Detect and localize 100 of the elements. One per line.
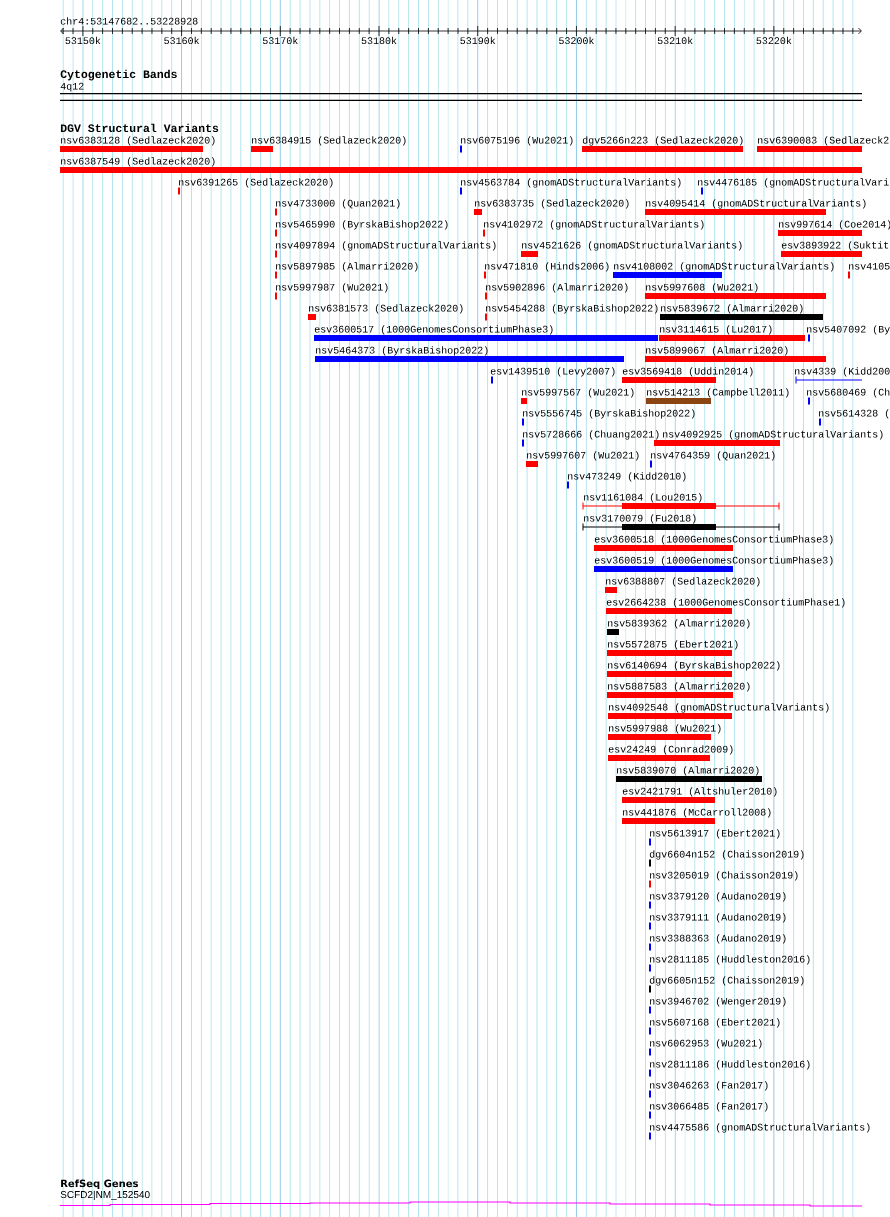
- variant-feature: nsv3170079 (Fu2018): [582, 514, 780, 531]
- variant-feature: nsv5997607 (Wu2021): [526, 451, 639, 467]
- variant-feature: nsv4764359 (Quan2021): [650, 451, 775, 468]
- node-label: nsv473249 (Kidd2010): [568, 472, 686, 482]
- variant-feature: nsv2811185 (Huddleston2016): [649, 955, 810, 972]
- variant-feature: nsv6383128 (Sedlazeck2020): [60, 136, 215, 152]
- node-label: nsv4102972 (gnomADStructuralVariants): [484, 220, 704, 230]
- variant-feature: nsv6390083 (Sedlazeck2: [757, 136, 889, 152]
- node-label: nsv5572875 (Ebert2021): [608, 640, 738, 650]
- gene-feature: SCFD2|NM_152540: [59, 1190, 863, 1207]
- node-label: nsv5465990 (ByrskaBishop2022): [276, 220, 448, 230]
- variant-feature: nsv4475586 (gnomADStructuralVariants): [649, 1123, 870, 1140]
- node-label: dgv5266n223 (Sedlazeck2020): [582, 136, 743, 146]
- variant-feature: esv1439510 (Levy2007): [490, 367, 615, 384]
- node-label: nsv5997607 (Wu2021): [527, 451, 639, 461]
- variant-feature: esv3600519 (1000GenomesConsortiumPhase3): [594, 556, 833, 572]
- node-label: nsv4108002 (gnomADStructuralVariants): [614, 262, 834, 272]
- node-label: nsv5997567 (Wu2021): [522, 388, 634, 398]
- variant-feature: nsv5454288 (ByrskaBishop2022): [485, 304, 658, 321]
- tick-label: 53180k: [361, 36, 397, 45]
- node-label: nsv5897985 (Almarri2020): [276, 262, 418, 272]
- variant-feature: nsv5887583 (Almarri2020): [607, 682, 750, 698]
- variant-feature: nsv3379120 (Audano2019): [649, 892, 786, 909]
- node-label: nsv4764359 (Quan2021): [651, 451, 775, 461]
- node-label: nsv5407092 (By: [807, 325, 890, 335]
- variant-feature: nsv3205019 (Chaisson2019): [649, 871, 798, 888]
- node-label: nsv5839070 (Almarri2020): [617, 766, 759, 776]
- tick-label: 53150k: [65, 36, 101, 45]
- variant-feature: nsv4108002 (gnomADStructuralVariants): [613, 262, 834, 278]
- variant-feature: nsv441876 (McCarroll2008): [622, 808, 771, 824]
- variant-feature: nsv5839672 (Almarri2020): [660, 304, 823, 320]
- variant-feature: nsv6388807 (Sedlazeck2020): [605, 577, 760, 593]
- variant-feature: esv3893922 (Suktit: [781, 241, 889, 257]
- tick-label: 53190k: [460, 36, 496, 45]
- node-label: dgv6604n152 (Chaisson2019): [649, 850, 804, 860]
- variant-feature: nsv6383735 (Sedlazeck2020): [474, 199, 629, 215]
- node-label: nsv2811185 (Huddleston2016): [650, 955, 810, 965]
- node-label: nsv6388807 (Sedlazeck2020): [606, 577, 760, 587]
- node-label: nsv6140694 (ByrskaBishop2022): [608, 661, 780, 671]
- variant-feature: nsv473249 (Kidd2010): [567, 472, 686, 489]
- variant-feature: esv3600518 (1000GenomesConsortiumPhase3): [594, 535, 833, 551]
- variant-feature: nsv5897985 (Almarri2020): [275, 262, 418, 279]
- variant-feature: nsv5997567 (Wu2021): [521, 388, 634, 404]
- variant-feature: nsv4105: [848, 262, 890, 279]
- track-title: DGV Structural Variants: [60, 123, 219, 133]
- variant-feature: nsv4092548 (gnomADStructuralVariants): [608, 703, 829, 719]
- node-label: nsv4476185 (gnomADStructuralVari: [698, 178, 889, 188]
- node-label: nsv3379120 (Audano2019): [650, 892, 786, 902]
- variant-feature: nsv5556745 (ByrskaBishop2022): [522, 409, 695, 426]
- node-label: nsv514213 (Campbell2011): [647, 388, 789, 398]
- node-label: nsv4092925 (gnomADStructuralVariants): [663, 430, 883, 440]
- node-label: nsv5556745 (ByrskaBishop2022): [523, 409, 695, 419]
- node-label: nsv6387549 (Sedlazeck2020): [61, 157, 215, 167]
- tick-label: 53210k: [657, 36, 693, 45]
- variant-feature: nsv5465990 (ByrskaBishop2022): [275, 220, 448, 237]
- variant-feature: nsv514213 (Campbell2011): [646, 388, 789, 404]
- node-label: nsv6075196 (Wu2021): [461, 136, 573, 146]
- variant-feature: nsv4339 (Kidd200: [795, 367, 890, 384]
- node-label: esv3600518 (1000GenomesConsortiumPhase3): [594, 535, 833, 545]
- node-label: nsv6383735 (Sedlazeck2020): [475, 199, 629, 209]
- variant-feature: nsv4563784 (gnomADStructuralVariants): [460, 178, 681, 195]
- variant-feature: nsv3379111 (Audano2019): [649, 913, 786, 930]
- variant-feature: nsv6384915 (Sedlazeck2020): [251, 136, 406, 152]
- variant-feature: nsv4102972 (gnomADStructuralVariants): [483, 220, 704, 237]
- variant-feature: nsv5839362 (Almarri2020): [607, 619, 750, 635]
- node-label: esv2421791 (Altshuler2010): [622, 787, 777, 797]
- variant-feature: nsv6387549 (Sedlazeck2020): [60, 157, 862, 173]
- variant-feature: nsv6140694 (ByrskaBishop2022): [607, 661, 780, 677]
- node-label: nsv5613917 (Ebert2021): [650, 829, 780, 839]
- variant-feature: nsv3946702 (Wenger2019): [649, 997, 786, 1014]
- node-label: nsv2811186 (Huddleston2016): [650, 1060, 810, 1070]
- variant-feature: nsv4733000 (Quan2021): [275, 199, 400, 216]
- node-label: nsv4521626 (gnomADStructuralVariants): [522, 241, 742, 251]
- node-label: nsv3046263 (Fan2017): [650, 1081, 768, 1091]
- tick-label: 53220k: [756, 36, 792, 45]
- node-label: esv1439510 (Levy2007): [490, 367, 615, 377]
- variant-feature: nsv5614328 (: [819, 409, 889, 426]
- position-label: chr4:53147682..53228928: [60, 17, 198, 25]
- node-label: nsv4475586 (gnomADStructuralVariants): [650, 1123, 870, 1133]
- node-label: esv24249 (Conrad2009): [608, 745, 733, 755]
- variant-feature: nsv5607168 (Ebert2021): [649, 1018, 780, 1035]
- node-label: nsv3946702 (Wenger2019): [650, 997, 786, 1007]
- node-label: nsv471810 (Hinds2006): [485, 262, 609, 272]
- node-label: nsv5607168 (Ebert2021): [650, 1018, 780, 1028]
- node-label: nsv3388363 (Audano2019): [650, 934, 786, 944]
- variant-feature: esv3569418 (Uddin2014): [622, 367, 753, 383]
- node-label: nsv5464373 (ByrskaBishop2022): [316, 346, 488, 356]
- variant-feature: nsv4095414 (gnomADStructuralVariants): [645, 199, 866, 215]
- variant-feature: nsv5997608 (Wu2021): [645, 283, 826, 299]
- tick-label: 53170k: [262, 36, 298, 45]
- node-label: nsv3114615 (Lu2017): [660, 325, 772, 335]
- node-label: esv3893922 (Suktit: [781, 241, 889, 251]
- node-label: esv3600517 (1000GenomesConsortiumPhase3): [314, 325, 553, 335]
- node-label: nsv3205019 (Chaisson2019): [650, 871, 798, 881]
- variant-feature: esv24249 (Conrad2009): [608, 745, 733, 761]
- node-label: nsv5997988 (Wu2021): [609, 724, 721, 734]
- node-label: nsv5454288 (ByrskaBishop2022): [486, 304, 658, 314]
- variant-feature: nsv471810 (Hinds2006): [484, 262, 609, 279]
- variant-feature: nsv6075196 (Wu2021): [460, 136, 573, 153]
- variant-feature: nsv5997988 (Wu2021): [608, 724, 721, 740]
